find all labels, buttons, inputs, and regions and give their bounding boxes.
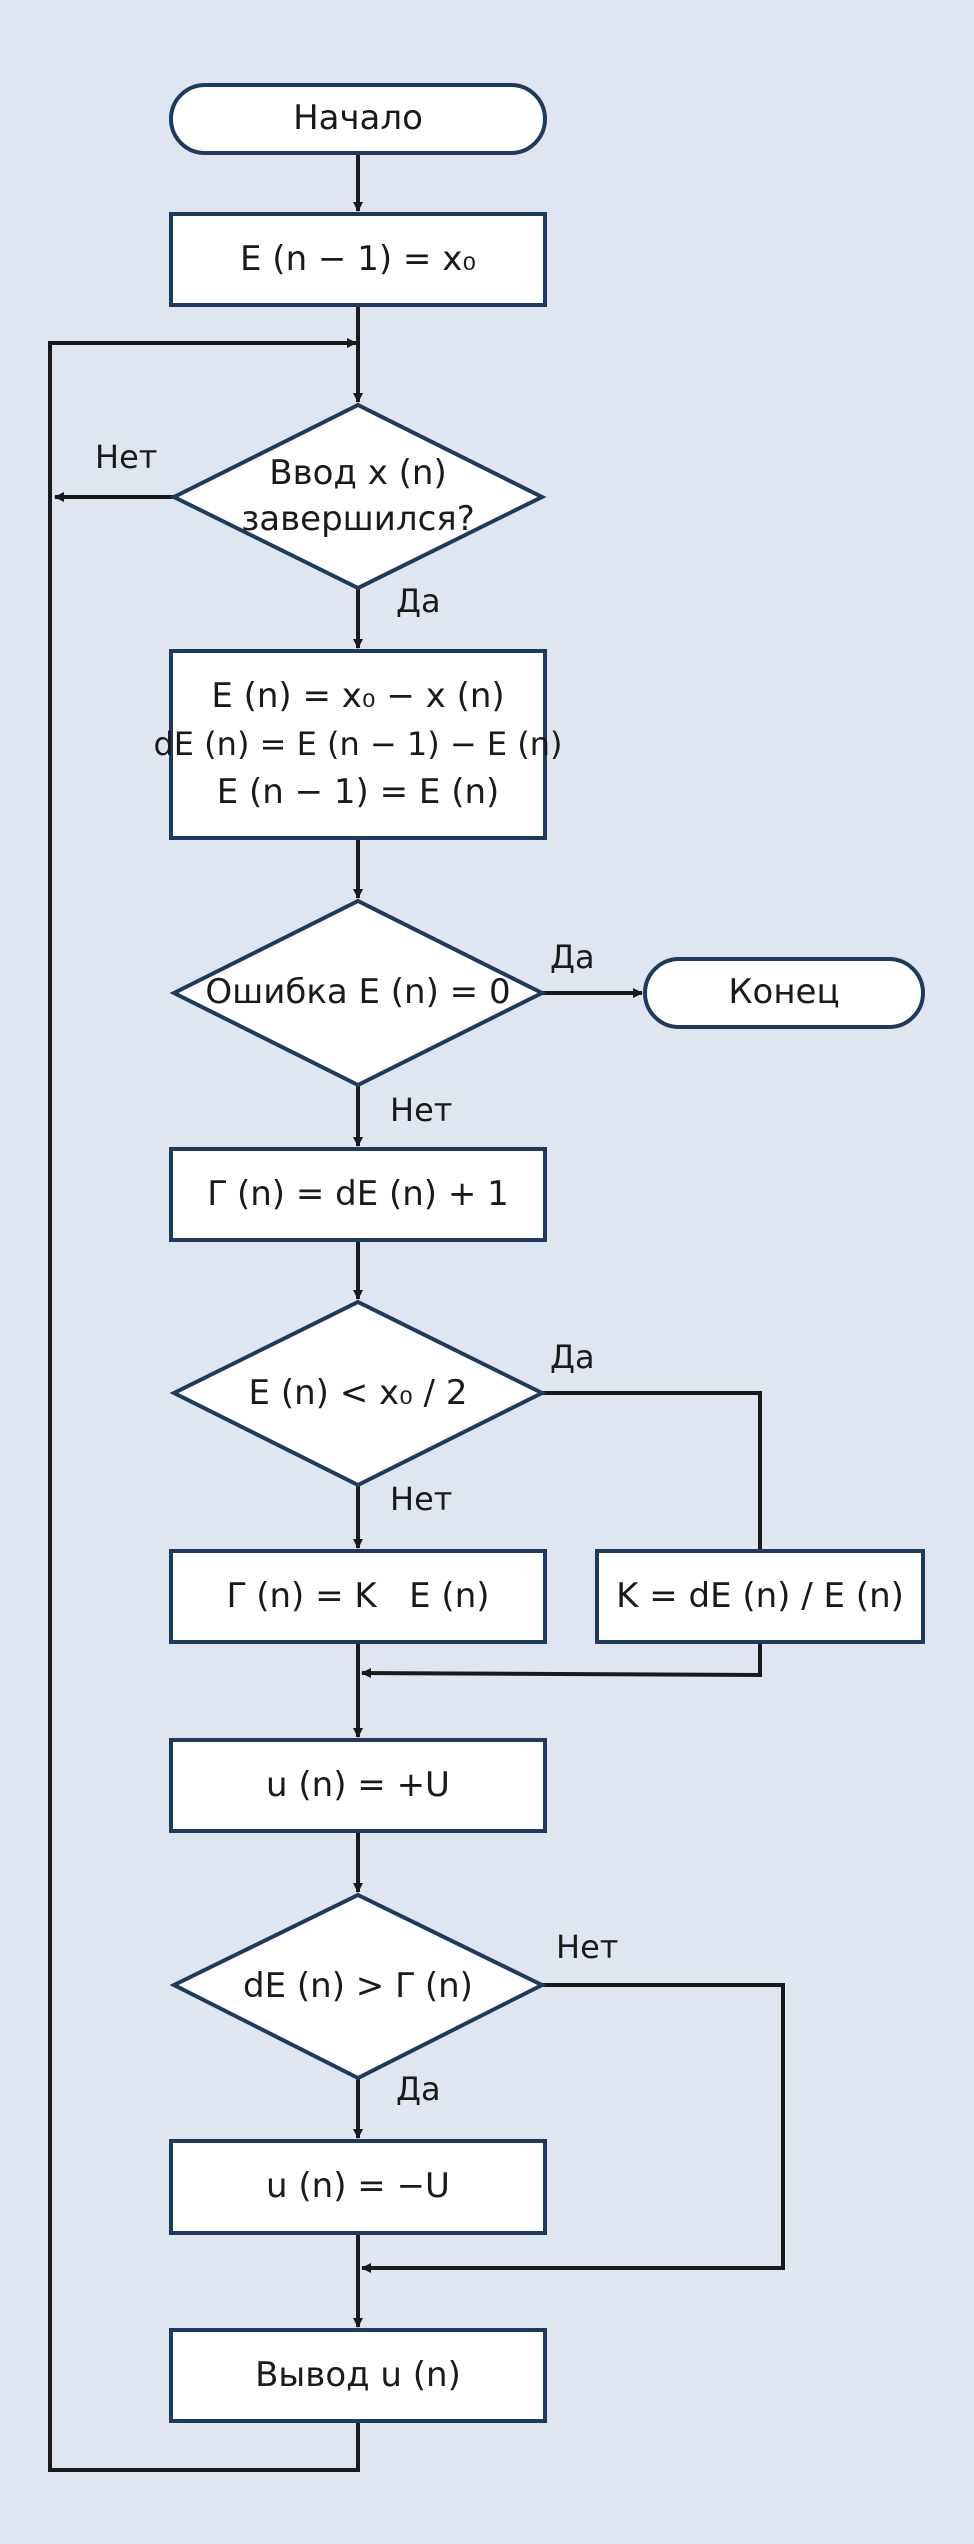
edge-label-error-no: Нет <box>390 1091 453 1129</box>
connector-kcalc-merge <box>361 1642 762 1679</box>
init-text: E (n − 1) = x₀ <box>240 238 476 279</box>
edge-label-error-yes: Да <box>550 938 595 976</box>
u-plus-text: u (n) = +U <box>266 1764 450 1805</box>
u-minus-label: u (n) = −U <box>171 2141 545 2233</box>
half-check-text: E (n) < x₀ / 2 <box>248 1372 468 1413</box>
gamma1-text: Γ (n) = dE (n) + 1 <box>207 1173 509 1214</box>
edge-label-input-no: Нет <box>95 438 158 476</box>
compute-line-3: E (n − 1) = E (n) <box>216 771 500 812</box>
compare-text: dE (n) > Γ (n) <box>243 1965 473 2006</box>
edge-label-half-yes: Да <box>550 1338 595 1376</box>
start-text: Начало <box>293 98 423 139</box>
edge-label-compare-no: Нет <box>556 1928 619 1966</box>
k-calc-process <box>595 1549 925 1644</box>
gamma1-process <box>169 1147 547 1242</box>
compare-decision <box>169 1892 547 2081</box>
end-text: Конец <box>728 972 840 1013</box>
k-calc-text: K = dE (n) / E (n) <box>616 1575 904 1616</box>
connector-half-yes <box>542 1391 762 1550</box>
error-check-text: Ошибка E (n) = 0 <box>205 972 511 1013</box>
gamma2-text: Γ (n) = K E (n) <box>226 1575 490 1616</box>
edge-label-input-yes: Да <box>396 582 441 620</box>
input-check-decision <box>169 402 547 591</box>
output-text: Вывод u (n) <box>255 2354 461 2395</box>
u-plus-process <box>169 1738 547 1833</box>
start-label: Начало <box>171 85 545 153</box>
u-plus-label: u (n) = +U <box>171 1740 545 1831</box>
end-label: Конец <box>645 959 923 1027</box>
u-minus-text: u (n) = −U <box>266 2166 450 2207</box>
compute-line-2: dE (n) = E (n − 1) − E (n) <box>153 725 563 764</box>
start-terminal <box>169 83 547 155</box>
half-check-decision <box>169 1299 547 1488</box>
connector-loop-back <box>48 338 360 2472</box>
gamma2-label: Γ (n) = K E (n) <box>171 1551 545 1642</box>
compute-process <box>169 649 547 840</box>
input-check-label: Ввод x (n) завершился? <box>174 405 542 588</box>
k-calc-label: K = dE (n) / E (n) <box>597 1551 923 1642</box>
error-check-label: Ошибка E (n) = 0 <box>174 901 542 1085</box>
u-minus-process <box>169 2139 547 2235</box>
output-label: Вывод u (n) <box>171 2330 545 2421</box>
error-check-decision <box>169 898 547 1088</box>
edge-label-half-no: Нет <box>390 1480 453 1518</box>
input-check-line-1: Ввод x (n) <box>269 452 447 493</box>
init-label: E (n − 1) = x₀ <box>171 214 545 305</box>
edge-label-compare-yes: Да <box>396 2070 441 2108</box>
compute-label: E (n) = x₀ − x (n) dE (n) = E (n − 1) − … <box>153 651 562 838</box>
half-check-label: E (n) < x₀ / 2 <box>174 1302 542 1485</box>
compare-label: dE (n) > Γ (n) <box>174 1895 542 2078</box>
gamma2-process <box>169 1549 547 1644</box>
output-process <box>169 2328 547 2423</box>
end-terminal <box>643 957 925 1029</box>
compute-line-1: E (n) = x₀ − x (n) <box>211 676 505 716</box>
connector-compare-no <box>361 1983 785 2273</box>
init-process <box>169 212 547 307</box>
input-check-line-2: завершился? <box>241 498 475 539</box>
gamma1-label: Γ (n) = dE (n) + 1 <box>171 1149 545 1240</box>
